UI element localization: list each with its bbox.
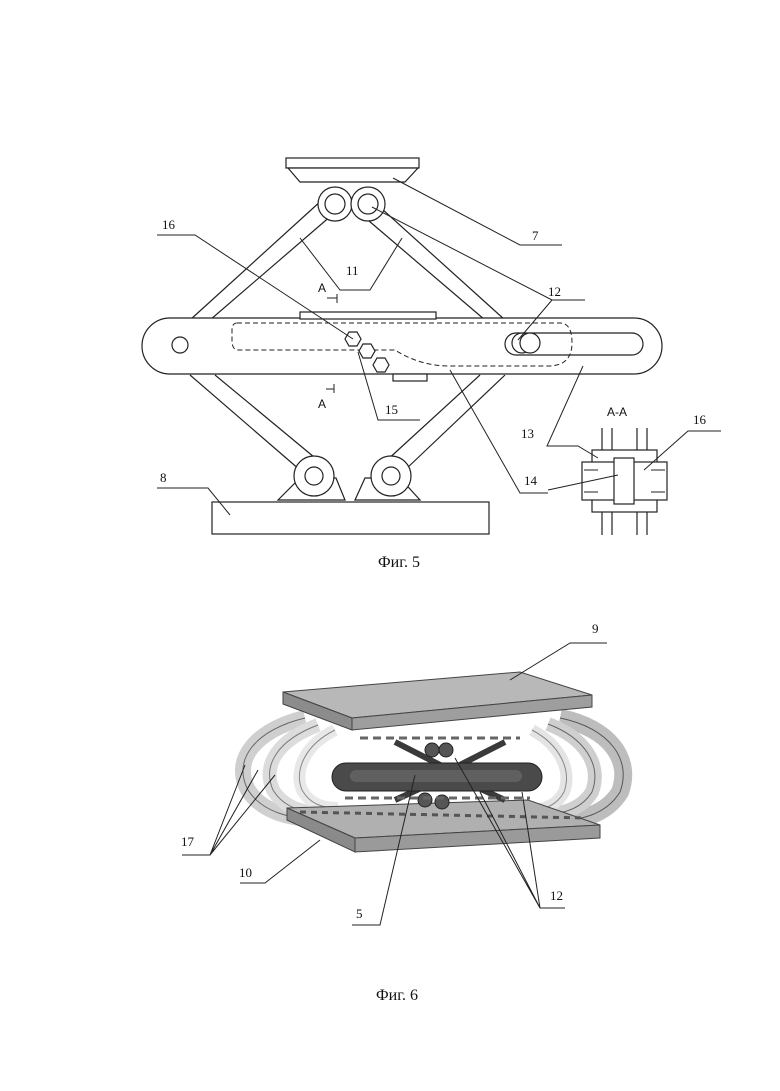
label-5: 5 (356, 906, 363, 921)
label-11: 11 (346, 263, 359, 278)
label-16: 16 (162, 217, 176, 232)
upper-rollers (318, 187, 385, 221)
elastic-bands-right (530, 718, 623, 820)
figure-5: A A A-A 7 11 12 1 (142, 158, 721, 571)
figure-6: 9 17 10 5 12 Фиг. 6 (181, 621, 623, 1004)
caption-fig5: Фиг. 5 (378, 554, 420, 571)
label-14: 14 (524, 473, 538, 488)
label-16-section: 16 (693, 412, 707, 427)
caption-fig6: Фиг. 6 (376, 987, 418, 1004)
horizontal-beam (142, 312, 662, 381)
label-12-fig6: 12 (550, 888, 563, 903)
top-plate (283, 672, 592, 730)
section-mark-top: A (318, 281, 326, 295)
label-10: 10 (239, 865, 252, 880)
section-view: A-A (582, 405, 667, 535)
label-17: 17 (181, 834, 195, 849)
section-title: A-A (607, 405, 627, 419)
label-9: 9 (592, 621, 599, 636)
label-8: 8 (160, 470, 167, 485)
base-plate (212, 502, 489, 534)
label-12: 12 (548, 284, 561, 299)
top-platform (286, 158, 419, 182)
elastic-bands-left (243, 718, 338, 818)
lower-rollers (278, 456, 420, 500)
label-7: 7 (532, 228, 539, 243)
central-mechanism (332, 738, 542, 809)
section-mark-bottom: A (318, 397, 326, 411)
label-13: 13 (521, 426, 534, 441)
label-15: 15 (385, 402, 398, 417)
